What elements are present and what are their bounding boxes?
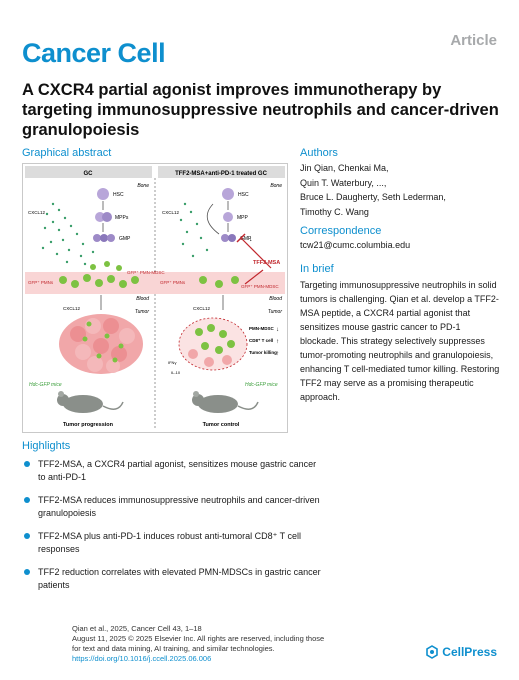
tff2-inhibit-gmp-line [240,237,272,269]
mpp-label-left: MPPs [115,215,129,221]
cxcl12-dots-right [179,202,209,258]
highlight-item: TFF2-MSA plus anti-PD-1 induces robust a… [22,530,322,556]
tumor-label-left: Tumor [135,309,149,315]
ifng-label: IFNγ [168,360,176,365]
authors-heading: Authors [300,147,338,159]
tumor-mass-left [59,314,143,374]
right-panel-header-bg [158,166,285,178]
bone-label-left: Bone [137,183,149,189]
tff2-inhibit-gmp-bar [236,233,246,243]
gmp-cell-right-2 [228,234,236,242]
graphical-abstract-figure: GC TFF2-MSA+anti-PD-1 treated GC Bone Bo… [22,163,288,433]
tumor-neutrophils-left [82,321,124,363]
highlight-item: TFF2-MSA reduces immunosuppressive neutr… [22,494,322,520]
highlight-item: TFF2-MSA, a CXCR4 partial agonist, sensi… [22,458,322,484]
hsc-label-left: HSC [113,192,124,198]
graphical-abstract-svg: GC TFF2-MSA+anti-PD-1 treated GC Bone Bo… [25,166,285,430]
copyright-line: August 11, 2025 © 2025 Elsevier Inc. All… [72,634,325,643]
citation-footer: Qian et al., 2025, Cancer Cell 43, 1–18 … [72,624,324,664]
cd8-result-label: CD8⁺ T cell [249,338,273,343]
cellpress-logo: CellPress [425,645,497,659]
tff2-inhibit-blood-line [244,269,264,285]
gfp-pmn-label-left: GFP⁺ PMNs [28,280,54,285]
journal-title: Cancer Cell [22,38,166,68]
author-line: Quin T. Waterbury, ..., [300,177,387,188]
mouse-label-right: Hdc-GFP mice [245,382,278,388]
cxcl12-label-left: CXCL12 [28,210,46,215]
mpp-label-right: MPP [237,215,249,221]
graphical-abstract-heading: Graphical abstract [22,147,112,159]
gfp-pmn-cells-left [59,261,139,288]
pmn-mdsc-decrease-arrow: ↓ [276,327,279,333]
doi-link[interactable]: https://doi.org/10.1016/j.ccell.2025.06.… [72,654,212,663]
tumor-control-label: Tumor control [203,422,240,428]
author-line: Bruce L. Daugherty, Seth Lederman, [300,192,446,202]
cxcl12-tumor-label-right: CXCL12 [193,306,211,311]
article-type-tag: Article [450,32,497,49]
author-line: Timothy C. Wang [300,206,369,217]
gfp-pmn-mdsc-label-left: GFP⁺ PMN-MDSC [127,270,165,275]
in-brief-text: Targeting immunosuppressive neutrophils … [300,280,500,402]
mpp-cell-left-1 [95,212,105,222]
cxcl12-dots-left [41,202,95,266]
correspondence-email[interactable]: tcw21@cumc.columbia.edu [300,240,411,250]
authors-list: Jin Qian, Chenkai Ma, Quin T. Waterbury,… [300,161,500,219]
gmp-decrease-arrow: ↓ [249,236,253,243]
bullet-icon [24,533,30,539]
blood-label-left: Blood [136,296,149,302]
tumor-killing-increase-arrow: ↑ [276,351,279,357]
in-brief-heading: In brief [300,263,334,275]
tumor-label-right: Tumor [268,309,282,315]
gmp-cell-left-1 [93,234,101,242]
highlights-list: TFF2-MSA, a CXCR4 partial agonist, sensi… [22,458,322,602]
mouse-right [192,391,259,413]
gmp-cell-left-2 [100,234,108,242]
il10-label: IL-10 [171,370,181,375]
cellpress-logo-text: CellPress [442,645,497,659]
mouse-label-left: Hdc-GFP mice [29,382,62,388]
author-line: Jin Qian, Chenkai Ma, [300,163,389,173]
hsc-cell-right [222,188,234,200]
gfp-pmn-label-right: GFP⁺ PMNs [160,280,186,285]
cellpress-logo-icon [426,645,439,659]
bullet-icon [24,497,30,503]
bone-label-right: Bone [270,183,282,189]
hsc-cell-left [97,188,109,200]
cd8-increase-arrow: ↑ [276,339,279,345]
copyright-line-2: for text and data mining, AI training, a… [72,644,275,653]
mouse-left [57,391,124,413]
gmp-label-right: GMP [240,236,252,242]
cd8-t-cells-right [195,324,235,354]
left-panel-title: GC [84,171,94,177]
tff2-msa-label: TFF2-MSA [253,260,280,266]
gfp-pmn-cells-right [199,276,239,288]
mpp-cell-left-2 [102,212,112,222]
correspondence-heading: Correspondence [300,225,382,237]
pmn-mdsc-result-label: PMN-MDSC [249,326,274,331]
feedback-arrow-right [206,203,220,235]
hsc-label-right: HSC [238,192,249,198]
tumor-killing-result-label: Tumor killing [249,350,277,355]
citation-line: Qian et al., 2025, Cancer Cell 43, 1–18 [72,624,202,633]
highlights-heading: Highlights [22,440,71,452]
tumor-cells-right [188,349,232,367]
gfp-pmn-mdsc-label-right: GFP⁺ PMN-MDSC [241,284,279,289]
gmp-label-left: GMP [119,236,131,242]
gmp-cell-left-3 [107,234,115,242]
right-panel-title: TFF2-MSA+anti-PD-1 treated GC [175,171,268,177]
left-panel-header-bg [25,166,152,178]
mpp-cell-right [223,212,233,222]
tumor-progression-label: Tumor progression [63,422,114,428]
blood-label-right: Blood [269,296,282,302]
gmp-cell-right-1 [221,234,229,242]
highlight-item: TFF2 reduction correlates with elevated … [22,566,322,592]
bullet-icon [24,461,30,467]
cxcl12-label-right: CXCL12 [162,210,180,215]
bullet-icon [24,569,30,575]
article-title: A CXCR4 partial agonist improves immunot… [22,81,499,139]
cxcl12-tumor-label-left: CXCL12 [63,306,81,311]
